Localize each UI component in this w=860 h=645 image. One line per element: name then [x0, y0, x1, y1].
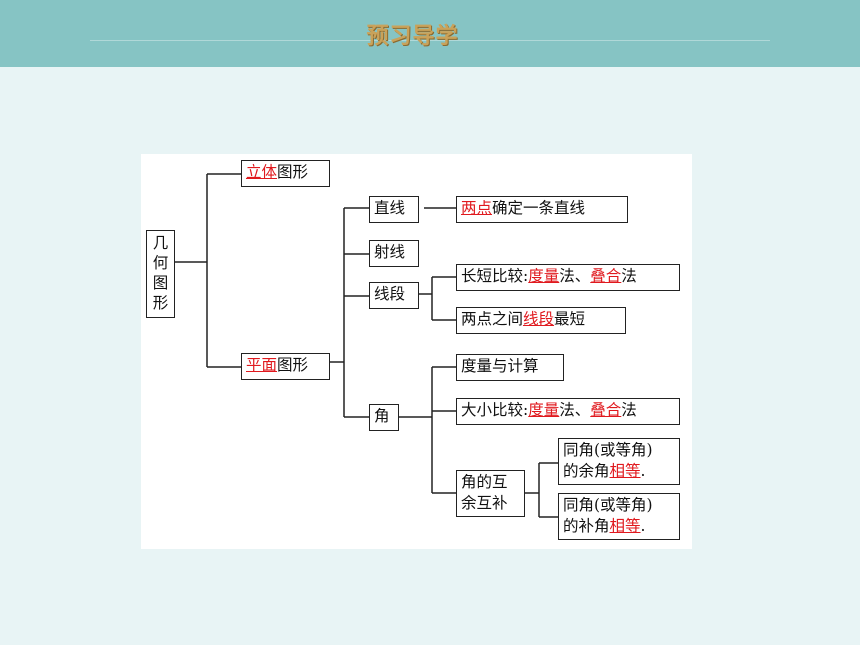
angle-compare-red2: 叠合 — [590, 401, 622, 419]
plane-red-text: 平面 — [246, 356, 278, 374]
complement-label-2: 余互补 — [461, 494, 508, 512]
segment-box: 线段 — [369, 282, 419, 309]
complement-rule-line1: 同角(或等角) — [563, 441, 653, 459]
root-char: 形 — [152, 294, 169, 312]
supplement-rule-line1: 同角(或等角) — [563, 496, 653, 514]
complement-label-1: 角的互 — [461, 473, 508, 491]
segment-shortest-red: 线段 — [523, 310, 555, 328]
supplement-rule-pre: 的补角 — [563, 517, 610, 535]
root-char: 何 — [152, 254, 169, 272]
angle-compare-box: 大小比较:度量法、叠合法 — [456, 398, 680, 425]
segment-shortest-box: 两点之间线段最短 — [456, 307, 626, 334]
root-char: 几 — [152, 234, 169, 252]
angle-measure-box: 度量与计算 — [456, 354, 564, 381]
angle-compare-pre: 大小比较: — [461, 401, 529, 419]
solid-red-text: 立体 — [246, 163, 278, 181]
solid-figures-box: 立体图形 — [241, 160, 330, 187]
plane-text: 图形 — [277, 356, 309, 374]
angle-box: 角 — [369, 404, 399, 431]
solid-text: 图形 — [277, 163, 309, 181]
root-char: 图 — [152, 274, 169, 292]
plane-figures-box: 平面图形 — [241, 353, 330, 380]
supplement-rule-red: 相等 — [609, 517, 641, 535]
complement-rule-post: . — [640, 462, 646, 480]
segment-shortest-post: 最短 — [554, 310, 586, 328]
ray-label: 射线 — [374, 243, 406, 261]
segment-compare-red1: 度量 — [528, 267, 560, 285]
line-label: 直线 — [374, 199, 406, 217]
ray-box: 射线 — [369, 240, 419, 267]
segment-compare-box: 长短比较:度量法、叠合法 — [456, 264, 680, 291]
line-box: 直线 — [369, 196, 419, 223]
supplement-rule-post: . — [640, 517, 646, 535]
angle-measure-text: 度量与计算 — [461, 357, 539, 375]
line-fact-red: 两点 — [461, 199, 493, 217]
complement-rule-box: 同角(或等角) 的余角相等. — [558, 438, 680, 485]
line-fact-box: 两点确定一条直线 — [456, 196, 628, 223]
angle-label: 角 — [374, 407, 390, 425]
segment-compare-red2: 叠合 — [590, 267, 622, 285]
segment-compare-mid: 法、 — [559, 267, 591, 285]
header-bar: 预习导学 — [0, 0, 860, 67]
page-title: 预习导学 — [366, 24, 459, 49]
header-divider — [90, 40, 770, 41]
complement-rule-red: 相等 — [609, 462, 641, 480]
segment-compare-post: 法 — [621, 267, 637, 285]
root-geometric-figures: 几 何 图 形 — [146, 230, 175, 318]
complement-rule-pre: 的余角 — [563, 462, 610, 480]
segment-shortest-pre: 两点之间 — [461, 310, 524, 328]
supplement-rule-box: 同角(或等角) 的补角相等. — [558, 493, 680, 540]
segment-compare-pre: 长短比较: — [461, 267, 529, 285]
angle-compare-mid: 法、 — [559, 401, 591, 419]
angle-compare-red1: 度量 — [528, 401, 560, 419]
angle-compare-post: 法 — [621, 401, 637, 419]
complement-supplement-box: 角的互 余互补 — [456, 470, 525, 517]
line-fact-text: 确定一条直线 — [492, 199, 586, 217]
segment-label: 线段 — [374, 285, 406, 303]
